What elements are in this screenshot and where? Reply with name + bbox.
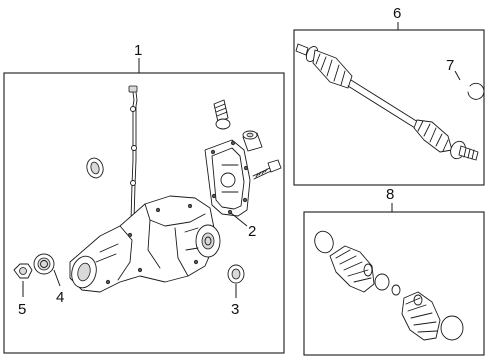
- pinion-nut: [13, 263, 33, 279]
- callout-5: 5: [18, 301, 26, 318]
- retaining-clip: [467, 82, 485, 100]
- boot-kit-box: [303, 211, 485, 356]
- callout-6: 6: [393, 5, 401, 22]
- bolt: [252, 159, 282, 180]
- differential-assembly-group: 1: [3, 42, 285, 354]
- callout-1: 1: [134, 42, 142, 59]
- leader-7: [454, 70, 461, 81]
- differential-housing: [69, 195, 221, 293]
- upper-seal: [86, 157, 104, 179]
- axle-seal: [227, 264, 245, 284]
- vent-plug: [213, 99, 231, 130]
- boot-kit-group: 8: [303, 186, 485, 356]
- callout-3: 3: [231, 301, 239, 318]
- callout-8: 8: [386, 186, 394, 203]
- callout-2: 2: [248, 223, 256, 240]
- axle-shaft: [295, 43, 479, 161]
- callout-7: 7: [446, 57, 454, 74]
- pinion-seal: [33, 253, 55, 275]
- callout-4: 4: [56, 289, 64, 306]
- boot-kit-parts: [314, 230, 464, 341]
- axle-shaft-group: 6 7: [293, 5, 485, 186]
- leader-4: [53, 269, 61, 287]
- vent-tube: [128, 85, 138, 221]
- leader-2: [230, 212, 248, 227]
- cover-gasket: [204, 139, 251, 217]
- bushing: [242, 130, 263, 152]
